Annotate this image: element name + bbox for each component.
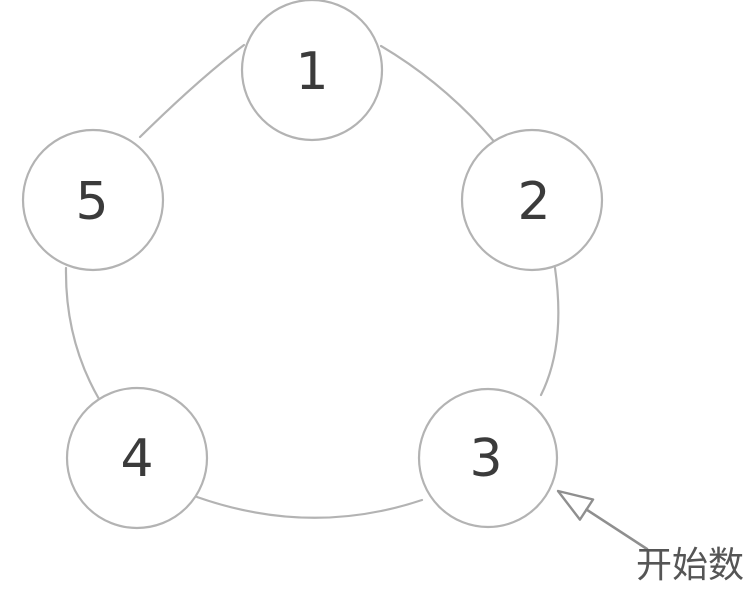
node-2-label: 2 xyxy=(517,172,550,232)
arc-node2-node3 xyxy=(539,266,560,397)
node-3-label: 3 xyxy=(469,429,502,489)
arc-node1-node2 xyxy=(379,44,499,147)
node-1-circle[interactable] xyxy=(240,0,384,142)
node-3[interactable]: 3 xyxy=(417,387,559,529)
start-annotation-label: 开始数 xyxy=(636,545,745,586)
ring-arc-group xyxy=(64,43,560,519)
arrow-head-icon xyxy=(556,489,595,521)
node-3-circle[interactable] xyxy=(417,387,559,529)
node-1-label: 1 xyxy=(295,42,328,102)
node-1[interactable]: 1 xyxy=(240,0,384,142)
node-5-label: 5 xyxy=(75,172,108,232)
arc-node3-node4 xyxy=(195,495,424,519)
node-4-circle[interactable] xyxy=(65,386,209,530)
node-4[interactable]: 4 xyxy=(65,386,209,530)
node-2-circle[interactable] xyxy=(460,128,604,272)
node-4-label: 4 xyxy=(120,429,153,489)
start-annotation-arrow xyxy=(556,489,649,551)
arc-node5-node1 xyxy=(138,43,246,139)
node-5[interactable]: 5 xyxy=(21,128,165,272)
arc-node4-node5 xyxy=(64,266,101,401)
arrow-shaft-line xyxy=(585,508,649,551)
node-5-circle[interactable] xyxy=(21,128,165,272)
node-2[interactable]: 2 xyxy=(460,128,604,272)
